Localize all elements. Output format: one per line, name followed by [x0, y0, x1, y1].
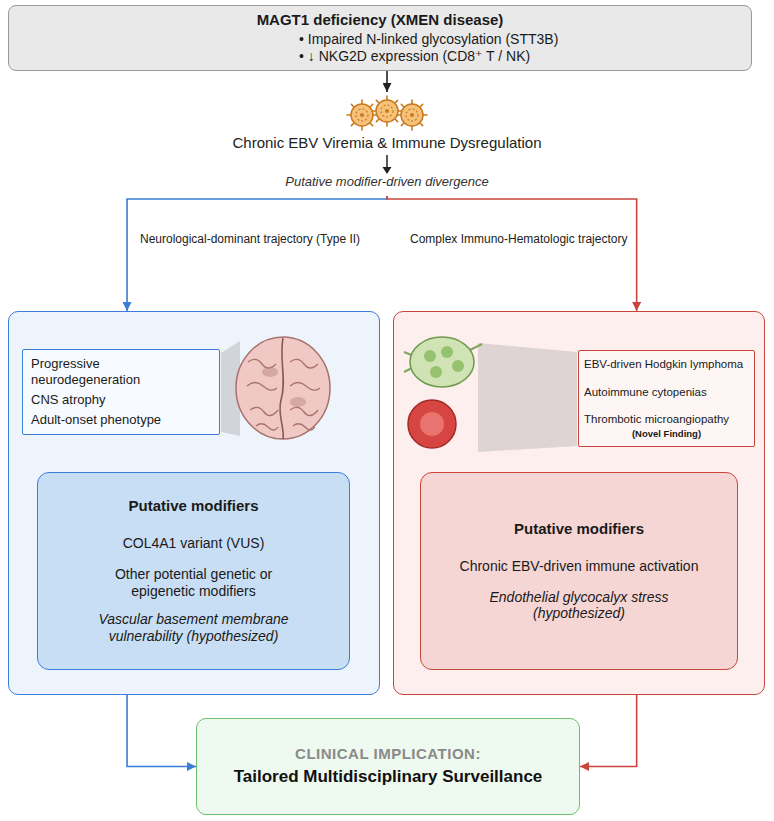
node-text: Autoimmune cytopenias: [584, 386, 749, 400]
cause-box: MAGT1 deficiency (XMEN disease) • Impaire…: [8, 5, 752, 71]
node-text: CLINICAL IMPLICATION:: [295, 745, 481, 763]
atrophy-mark: [290, 397, 306, 407]
flow-arrow: [386, 71, 388, 92]
lymph-follicle: [452, 360, 464, 372]
lymph-vessel: [404, 344, 482, 372]
red-cell-illustration: [408, 400, 456, 448]
symptom-box: EBV-driven Hodgkin lymphomaAutoimmune cy…: [578, 350, 755, 447]
red-cell-center: [420, 412, 444, 436]
modifier-box: Putative modifiersCOL4A1 variant (VUS) Ot…: [37, 472, 350, 670]
flow-arrow: [127, 196, 387, 311]
node-text: Endothelial glycocalyx stress (hypothesi…: [454, 589, 704, 623]
atrophy-mark: [262, 367, 278, 377]
inner-arrow-head: [383, 167, 392, 174]
virus-icon: [372, 96, 402, 126]
lymph-follicle: [441, 346, 453, 358]
flow-arrow: [127, 695, 196, 767]
flow-arrow: [580, 695, 637, 767]
node-text: Putative modifiers: [128, 497, 258, 515]
lymph-follicle: [430, 366, 442, 378]
lymph-follicle: [424, 350, 436, 362]
node-text: (Novel Finding): [632, 428, 701, 439]
flow-arrow: [387, 196, 637, 311]
brain-illustration: [236, 337, 330, 439]
node-text: CNS atrophy: [31, 392, 211, 408]
trajectory-label: Neurological-dominant trajectory (Type I…: [140, 232, 360, 246]
node-text: • ↓ NKG2D expression (CD8⁺ T / NK): [299, 48, 530, 65]
viremia-node: Chronic EBV Viremia & Immune Dysregulati…: [187, 92, 587, 196]
node-text: Putative modifier-driven divergence: [285, 174, 489, 190]
trajectory-panel: Neurological-dominant trajectory (Type I…: [8, 311, 380, 695]
lymph-node-illustration: [410, 337, 474, 387]
node-text: • Impaired N-linked glycosylation (STT3B…: [299, 31, 558, 48]
node-text: Chronic EBV Viremia & Immune Dysregulati…: [232, 134, 541, 152]
callout-wedge: [221, 341, 240, 436]
node-text: Chronic EBV-driven immune activation: [460, 558, 699, 575]
modifier-box: Putative modifiersChronic EBV-driven imm…: [420, 472, 738, 670]
symptom-box: Progressive neurodegenerationCNS atrophy…: [22, 349, 220, 435]
virus-icon: [397, 100, 427, 130]
node-text: Thrombotic microangiopathy: [584, 413, 749, 427]
node-text: Tailored Multidisciplinary Surveillance: [234, 767, 543, 787]
brain-fissure: [280, 338, 283, 439]
node-text: MAGT1 deficiency (XMEN disease): [257, 11, 504, 29]
node-text: Adult-onset phenotype: [31, 412, 211, 428]
brain-gyri: [247, 359, 278, 430]
node-text: Vascular basement membrane vulnerability…: [84, 611, 304, 645]
node-text: Other potential genetic or epigenetic mo…: [84, 566, 304, 600]
implication-box: CLINICAL IMPLICATION: Tailored Multidisci…: [196, 718, 580, 815]
callout-wedge: [478, 343, 577, 452]
inner-arrow-line: [386, 155, 388, 168]
trajectory-label: Complex Immuno-Hematologic trajectory: [410, 232, 627, 246]
virus-icon: [347, 100, 377, 130]
node-text: Putative modifiers: [514, 520, 644, 538]
brain-gyri: [290, 359, 320, 430]
trajectory-panel: Complex Immuno-Hematologic trajectoryEBV…: [393, 311, 765, 695]
node-text: EBV-driven Hodgkin lymphoma: [584, 358, 749, 372]
node-text: Progressive neurodegeneration: [31, 356, 211, 387]
node-text: COL4A1 variant (VUS): [123, 535, 265, 552]
